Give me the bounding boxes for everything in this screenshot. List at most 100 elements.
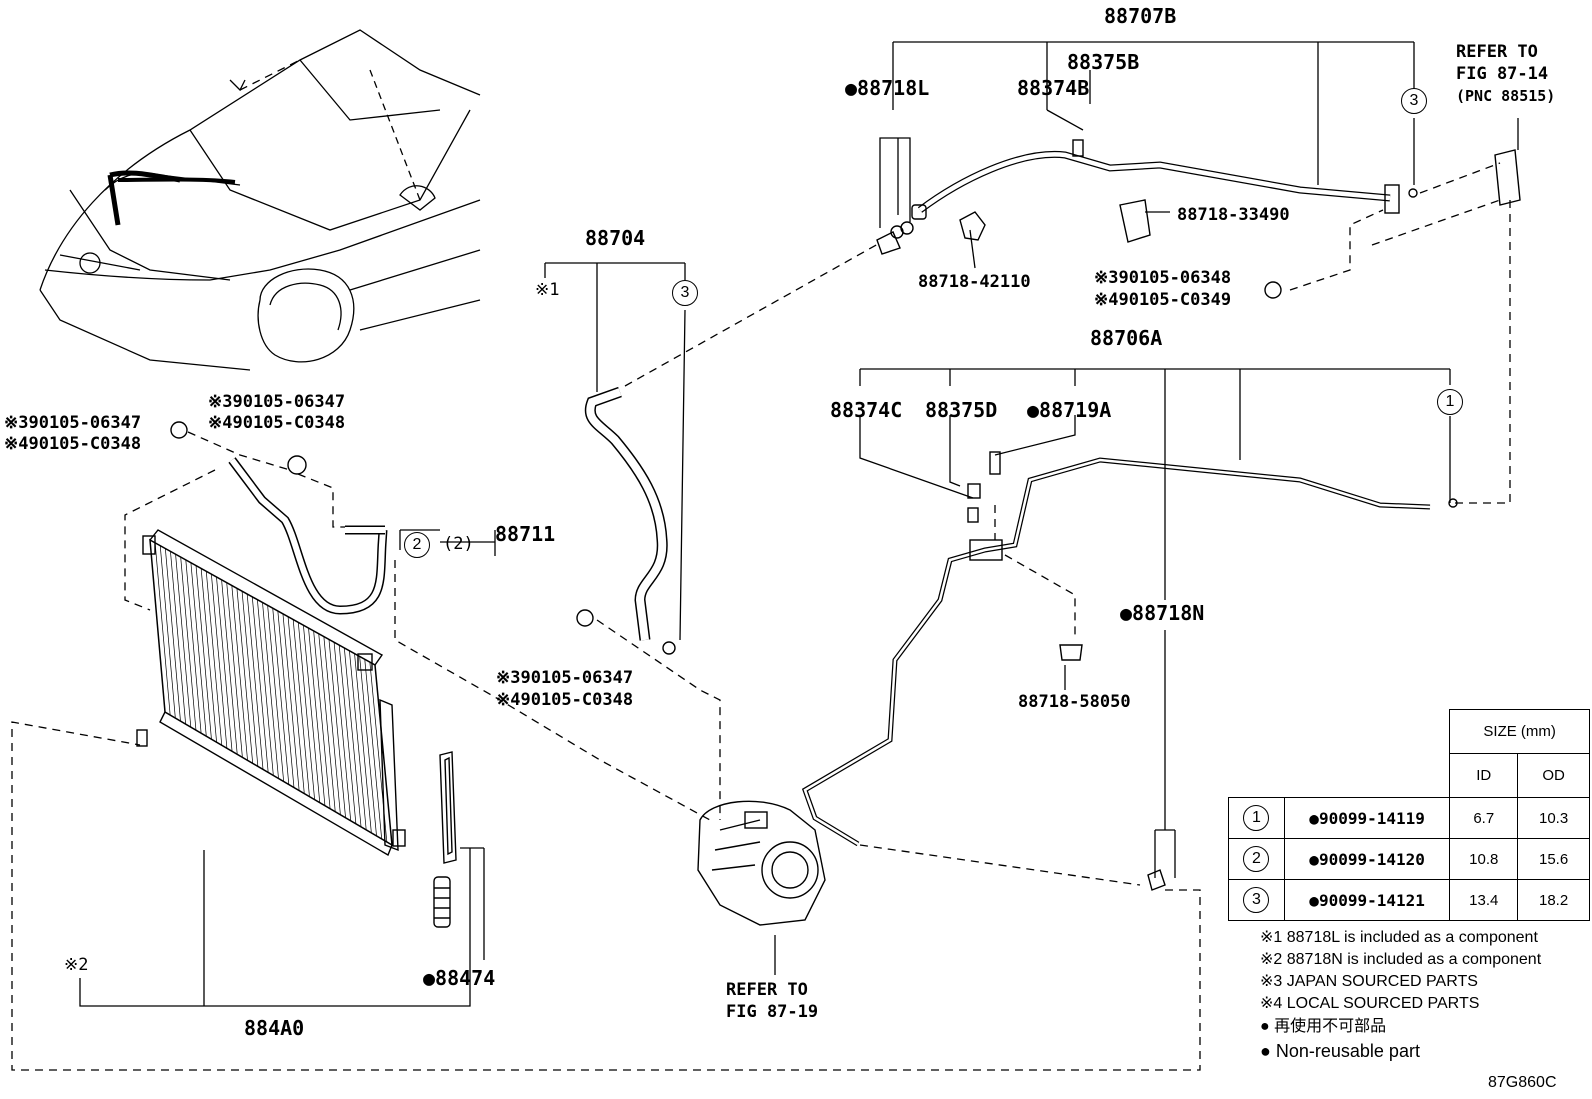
part-label-88374B: 88374B bbox=[1017, 76, 1090, 100]
refer-fig-87-19-line2: FIG 87-19 bbox=[726, 1002, 819, 1022]
condenser-fin bbox=[282, 613, 300, 791]
part-label-88474: 88474 bbox=[423, 966, 495, 990]
part-label-88706A: 88706A bbox=[1090, 326, 1163, 350]
size-table-col-od: OD bbox=[1517, 753, 1590, 798]
non-reusable-dot-icon bbox=[1309, 891, 1319, 910]
bolt-label-390105-06347-b: ※390105-06347 bbox=[4, 413, 142, 433]
bolt-label-390105-06348: ※390105-06348 bbox=[1094, 268, 1232, 288]
condenser-fin bbox=[170, 551, 186, 725]
condenser-fin bbox=[354, 653, 372, 833]
dryer-element-illustration bbox=[433, 751, 457, 928]
part-label-88718L: 88718L bbox=[845, 76, 929, 100]
condenser-fin bbox=[272, 608, 290, 785]
ref-circle-3: 3 bbox=[1243, 887, 1270, 913]
non-reusable-dot-icon bbox=[845, 76, 857, 100]
hose-size-table: SIZE (mm) ID OD 1 90099-14119 6.7 10.3 2… bbox=[1228, 709, 1590, 921]
bolt-label-490105-c0348-c: ※490105-C0348 bbox=[496, 690, 634, 710]
note-2-mark: ※2 bbox=[64, 955, 89, 975]
part-label-884A0: 884A0 bbox=[244, 1016, 305, 1040]
note-line-5: ● 再使用不可部品 bbox=[1260, 1018, 1387, 1035]
figure-code: 87G860C bbox=[1488, 1074, 1557, 1091]
condenser-fin bbox=[359, 656, 377, 836]
condenser-fin bbox=[251, 596, 269, 773]
refer-fig-87-14-line3: (PNC 88515) bbox=[1456, 87, 1556, 105]
vehicle-illustration bbox=[39, 29, 481, 371]
non-reusable-dot-icon bbox=[1309, 809, 1319, 828]
part-label-88719A: 88719A bbox=[1027, 398, 1111, 422]
condenser-fin bbox=[200, 568, 217, 743]
part-label-88718-33490: 88718-33490 bbox=[1177, 205, 1290, 225]
bolt-label-490105-c0348-a: ※490105-C0348 bbox=[208, 413, 346, 433]
refer-fig-87-14-line1: REFER TO bbox=[1456, 42, 1538, 62]
condenser-fin bbox=[374, 664, 393, 846]
condenser-fin bbox=[333, 642, 352, 821]
size-table-header: SIZE (mm) bbox=[1449, 709, 1590, 754]
condenser-fin bbox=[159, 545, 176, 719]
ref-circle-3-upper: 3 bbox=[1401, 88, 1427, 114]
ref-circle-3-mid: 3 bbox=[672, 280, 698, 306]
note-line-1: ※1 88718L is included as a component bbox=[1260, 929, 1538, 946]
part-label-88711: 88711 bbox=[495, 522, 556, 546]
part-label-88375B: 88375B bbox=[1067, 50, 1140, 74]
size-table-col-id: ID bbox=[1449, 753, 1519, 798]
bolt-label-390105-06347-a: ※390105-06347 bbox=[208, 392, 346, 412]
non-reusable-dot-icon bbox=[1309, 850, 1319, 869]
condenser-fin bbox=[262, 602, 279, 779]
table-row: 3 90099-14121 13.4 18.2 bbox=[1228, 879, 1590, 921]
non-reusable-dot-icon bbox=[423, 966, 435, 990]
condenser-fin bbox=[313, 630, 331, 809]
condenser-fin bbox=[164, 548, 181, 722]
condenser-fin bbox=[308, 628, 326, 806]
part-label-88707B: 88707B bbox=[1104, 4, 1177, 28]
condenser-fin bbox=[364, 659, 383, 839]
condenser-fin bbox=[236, 588, 254, 764]
condenser-fin bbox=[323, 636, 341, 815]
condenser-fin bbox=[149, 539, 166, 713]
condenser-fin bbox=[231, 585, 248, 761]
part-label-88718-58050: 88718-58050 bbox=[1018, 692, 1131, 712]
part-label-88704: 88704 bbox=[585, 226, 646, 250]
note-line-6: ● Non-reusable part bbox=[1260, 1041, 1420, 1061]
table-row: 2 90099-14120 10.8 15.6 bbox=[1228, 838, 1590, 880]
condenser-illustration bbox=[136, 529, 406, 857]
condenser-fin bbox=[221, 579, 238, 755]
note-1-mark: ※1 bbox=[535, 280, 560, 300]
condenser-fin bbox=[241, 591, 259, 767]
condenser-fin bbox=[338, 645, 357, 824]
part-label-88374C: 88374C bbox=[830, 398, 903, 422]
condenser-fin bbox=[190, 562, 207, 737]
condenser-fin bbox=[267, 605, 285, 782]
condenser-fin bbox=[277, 610, 295, 788]
condenser-fin bbox=[246, 593, 264, 770]
part-label-88375D: 88375D bbox=[925, 398, 998, 422]
condenser-fin bbox=[297, 622, 315, 800]
condenser-fin bbox=[328, 639, 346, 818]
condenser-fin bbox=[185, 559, 202, 734]
condenser-fin bbox=[154, 542, 171, 716]
compressor-illustration bbox=[697, 800, 826, 926]
condenser-fin bbox=[303, 625, 321, 803]
condenser-fin bbox=[195, 565, 212, 740]
condenser-fin bbox=[343, 647, 362, 827]
condenser-fin bbox=[318, 633, 336, 812]
condenser-fin bbox=[257, 599, 274, 776]
note-line-2: ※2 88718N is included as a component bbox=[1260, 951, 1542, 968]
non-reusable-dot-icon bbox=[1027, 398, 1039, 422]
bolt-label-490105-c0348-b: ※490105-C0348 bbox=[4, 434, 142, 454]
condenser-fin bbox=[349, 650, 367, 830]
note-line-3: ※3 JAPAN SOURCED PARTS bbox=[1260, 973, 1478, 990]
part-label-88718-42110: 88718-42110 bbox=[918, 272, 1031, 292]
condenser-fin bbox=[175, 554, 192, 728]
condenser-fin bbox=[292, 619, 310, 797]
non-reusable-dot-icon bbox=[1120, 601, 1132, 625]
ref-circle-2: 2 bbox=[404, 532, 430, 558]
condenser-fin bbox=[287, 616, 305, 794]
refer-fig-87-19-line1: REFER TO bbox=[726, 980, 808, 1000]
condenser-fin bbox=[180, 557, 197, 731]
condenser-fin bbox=[211, 574, 228, 749]
ring-2-paren-label: (2) bbox=[443, 534, 474, 554]
condenser-fin bbox=[226, 582, 243, 758]
part-label-88718N: 88718N bbox=[1120, 601, 1204, 625]
ref-circle-1: 1 bbox=[1243, 805, 1270, 831]
